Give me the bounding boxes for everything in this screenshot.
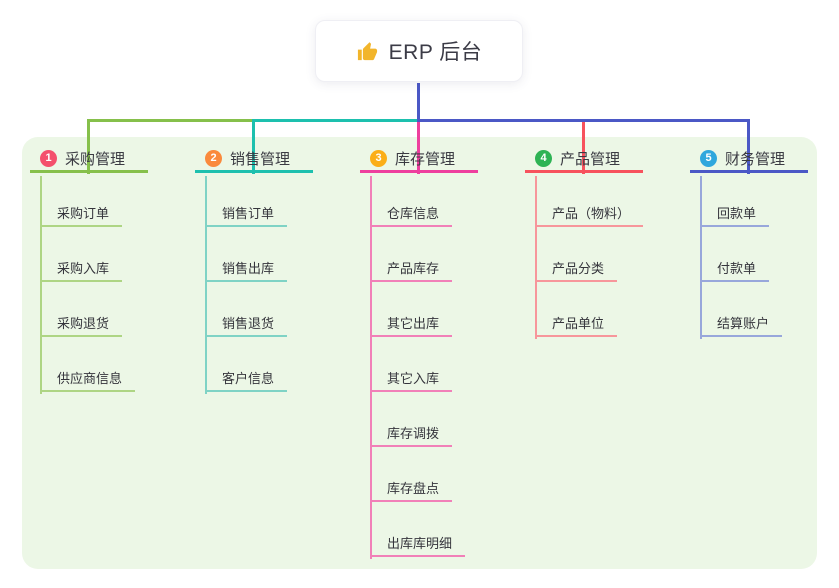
leaf-node[interactable]: 产品分类: [535, 256, 618, 282]
leaf-node[interactable]: 库存调拨: [370, 421, 453, 447]
branch-connector-line: [417, 119, 420, 174]
leaf-node[interactable]: 库存盘点: [370, 476, 453, 502]
leaf-node[interactable]: 出库库明细: [370, 531, 466, 557]
branch-node-3[interactable]: 3 库存管理: [360, 147, 478, 173]
subtree-connector-line: [40, 176, 42, 394]
root-connector-line: [417, 83, 420, 122]
branch-connector-line: [747, 119, 750, 174]
leaf-node[interactable]: 其它出库: [370, 311, 453, 337]
root-node-title: ERP 后台: [388, 41, 483, 64]
branch-connector-line: [87, 119, 90, 174]
branch-node-label: 采购管理: [65, 151, 126, 168]
branch-node-label: 产品管理: [560, 151, 621, 168]
branch-number-badge: 1: [40, 150, 57, 167]
leaf-node[interactable]: 产品（物料）: [535, 201, 644, 227]
leaf-node[interactable]: 销售出库: [205, 256, 288, 282]
leaf-node[interactable]: 销售订单: [205, 201, 288, 227]
branch-node-5[interactable]: 5 财务管理: [690, 147, 808, 173]
thumbs-up-icon: [356, 40, 379, 63]
rail-branch1: [87, 119, 254, 122]
leaf-node[interactable]: 结算账户: [700, 311, 783, 337]
branch-node-label: 财务管理: [725, 151, 786, 168]
canvas-panel: [22, 137, 817, 569]
branch-number-badge: 2: [205, 150, 222, 167]
branch-node-label: 库存管理: [395, 151, 456, 168]
subtree-connector-line: [535, 176, 537, 339]
leaf-node[interactable]: 采购退货: [40, 311, 123, 337]
branch-number-badge: 4: [535, 150, 552, 167]
leaf-node[interactable]: 采购订单: [40, 201, 123, 227]
subtree-connector-line: [370, 176, 372, 559]
leaf-node[interactable]: 其它入库: [370, 366, 453, 392]
branch-number-badge: 5: [700, 150, 717, 167]
branch-connector-line: [252, 119, 255, 174]
branch-node-4[interactable]: 4 产品管理: [525, 147, 643, 173]
rail-right-blue: [417, 119, 750, 122]
leaf-node[interactable]: 仓库信息: [370, 201, 453, 227]
branch-node-1[interactable]: 1 采购管理: [30, 147, 148, 173]
subtree-connector-line: [700, 176, 702, 339]
leaf-node[interactable]: 产品单位: [535, 311, 618, 337]
subtree-connector-line: [205, 176, 207, 394]
branch-node-label: 销售管理: [230, 151, 291, 168]
leaf-node[interactable]: 客户信息: [205, 366, 288, 392]
root-node[interactable]: ERP 后台: [315, 20, 523, 82]
leaf-node[interactable]: 回款单: [700, 201, 770, 227]
leaf-node[interactable]: 产品库存: [370, 256, 453, 282]
leaf-node[interactable]: 供应商信息: [40, 366, 136, 392]
branch-number-badge: 3: [370, 150, 387, 167]
leaf-node[interactable]: 采购入库: [40, 256, 123, 282]
branch-node-2[interactable]: 2 销售管理: [195, 147, 313, 173]
leaf-node[interactable]: 销售退货: [205, 311, 288, 337]
branch-connector-line: [582, 119, 585, 174]
leaf-node[interactable]: 付款单: [700, 256, 770, 282]
rail-branch2: [252, 119, 420, 122]
